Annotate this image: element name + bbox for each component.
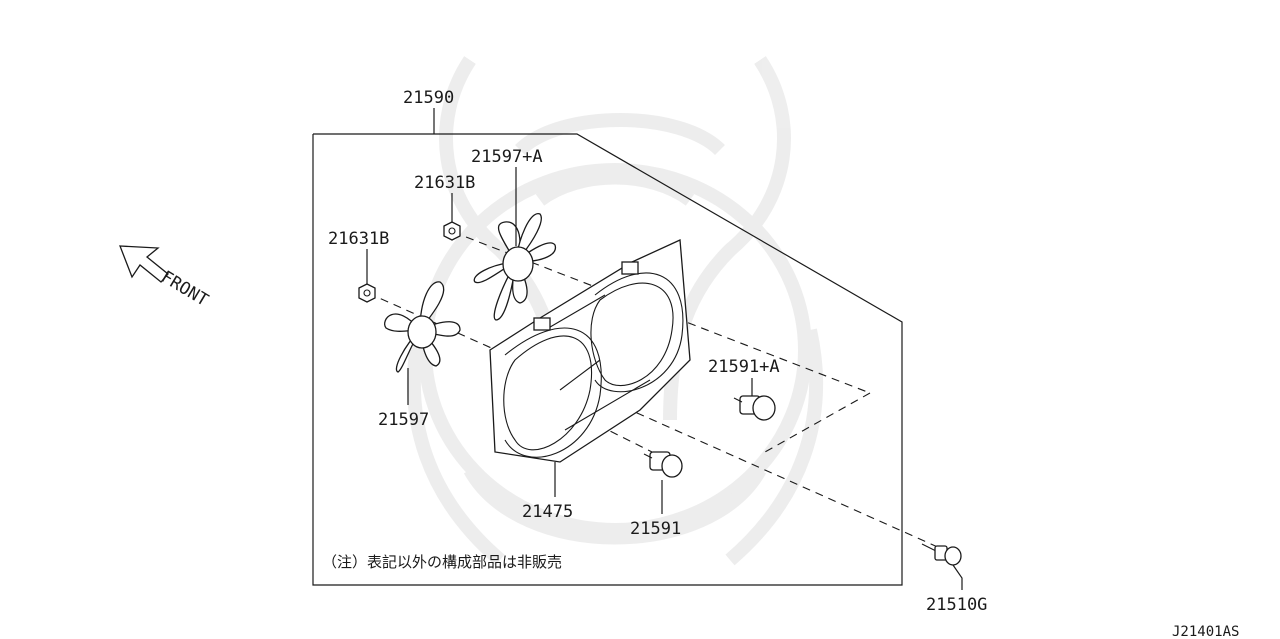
bolt-icon [921,543,962,566]
nut-left-icon [358,283,376,303]
label-21631B-upper: 21631B [414,173,475,193]
axis-dash-2 [367,292,941,549]
motor-upper [733,395,776,421]
label-21591: 21591 [630,519,681,539]
label-21475: 21475 [522,502,573,522]
axis-dash-4 [597,424,653,453]
motor-lower [643,451,683,478]
label-21510G: 21510G [926,595,987,615]
fan-blade-lower [384,281,461,373]
reference-code: J21401AS [1172,624,1239,639]
fan-blade-upper [473,213,557,321]
label-21590: 21590 [403,88,454,108]
leader-21510G [952,564,963,590]
front-arrow-icon [119,245,169,283]
fan-shroud [489,239,691,463]
label-21597A: 21597+A [471,147,543,167]
label-21597: 21597 [378,410,429,430]
label-21631B-left: 21631B [328,229,389,249]
nut-upper-icon [443,221,461,241]
note-text: （注）表記以外の構成部品は非販売 [322,553,562,571]
axis-dash-3 [764,392,871,453]
label-21591A: 21591+A [708,357,780,377]
assembly-frame [312,133,903,586]
front-label: FRONT [157,267,211,311]
